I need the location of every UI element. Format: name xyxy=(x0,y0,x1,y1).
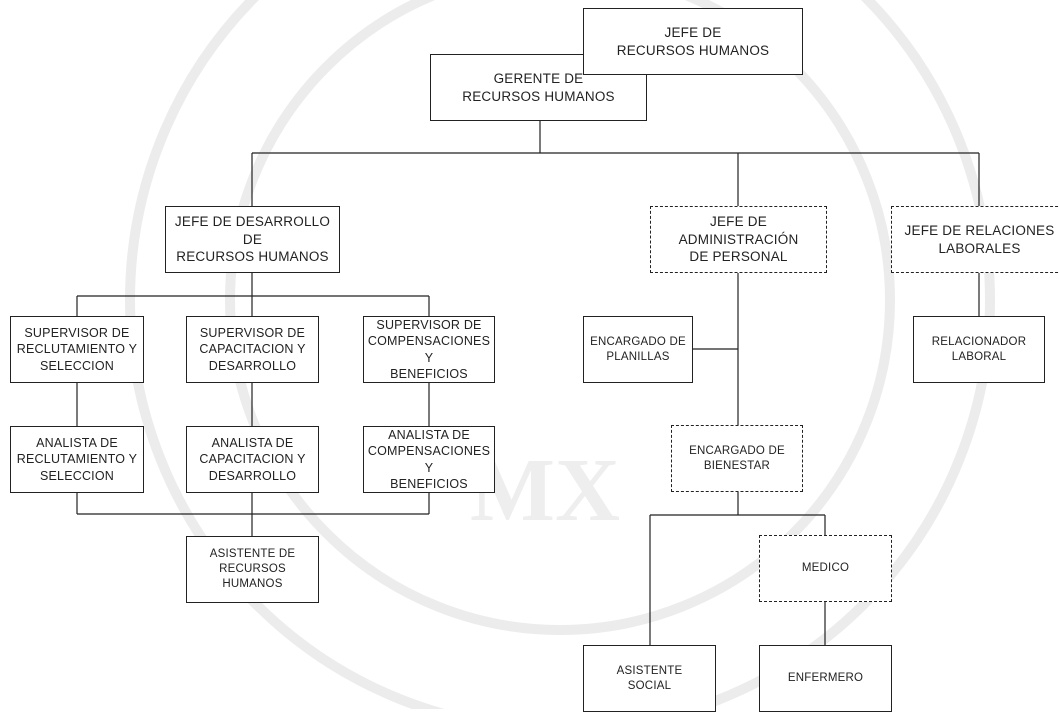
medico-box: MEDICO xyxy=(759,535,892,602)
jefe-administracion-box: JEFE DE ADMINISTRACIÓN DE PERSONAL xyxy=(650,206,827,273)
analista-compensaciones-box: ANALISTA DE COMPENSACIONES Y BENEFICIOS xyxy=(363,426,495,493)
supervisor-reclutamiento-box: SUPERVISOR DE RECLUTAMIENTO Y SELECCION xyxy=(10,316,144,383)
analista-reclutamiento-box: ANALISTA DE RECLUTAMIENTO Y SELECCION xyxy=(10,426,144,493)
gerente-box: GERENTE DE RECURSOS HUMANOS xyxy=(430,54,647,121)
encargado-planillas-box: ENCARGADO DE PLANILLAS xyxy=(583,316,693,383)
asistente-social-box: ASISTENTE SOCIAL xyxy=(583,645,716,712)
jefe-rrhh-box: JEFE DE RECURSOS HUMANOS xyxy=(583,8,803,75)
enfermero-box: ENFERMERO xyxy=(759,645,892,712)
supervisor-capacitacion-box: SUPERVISOR DE CAPACITACION Y DESARROLLO xyxy=(186,316,319,383)
jefe-desarrollo-box: JEFE DE DESARROLLO DE RECURSOS HUMANOS xyxy=(165,206,340,273)
relacionador-laboral-box: RELACIONADOR LABORAL xyxy=(913,316,1045,383)
analista-capacitacion-box: ANALISTA DE CAPACITACION Y DESARROLLO xyxy=(186,426,319,493)
asistente-rrhh-box: ASISTENTE DE RECURSOS HUMANOS xyxy=(186,536,319,603)
supervisor-compensaciones-box: SUPERVISOR DE COMPENSACIONES Y BENEFICIO… xyxy=(363,316,495,383)
jefe-relaciones-box: JEFE DE RELACIONES LABORALES xyxy=(891,206,1059,273)
encargado-bienestar-box: ENCARGADO DE BIENESTAR xyxy=(671,425,803,492)
